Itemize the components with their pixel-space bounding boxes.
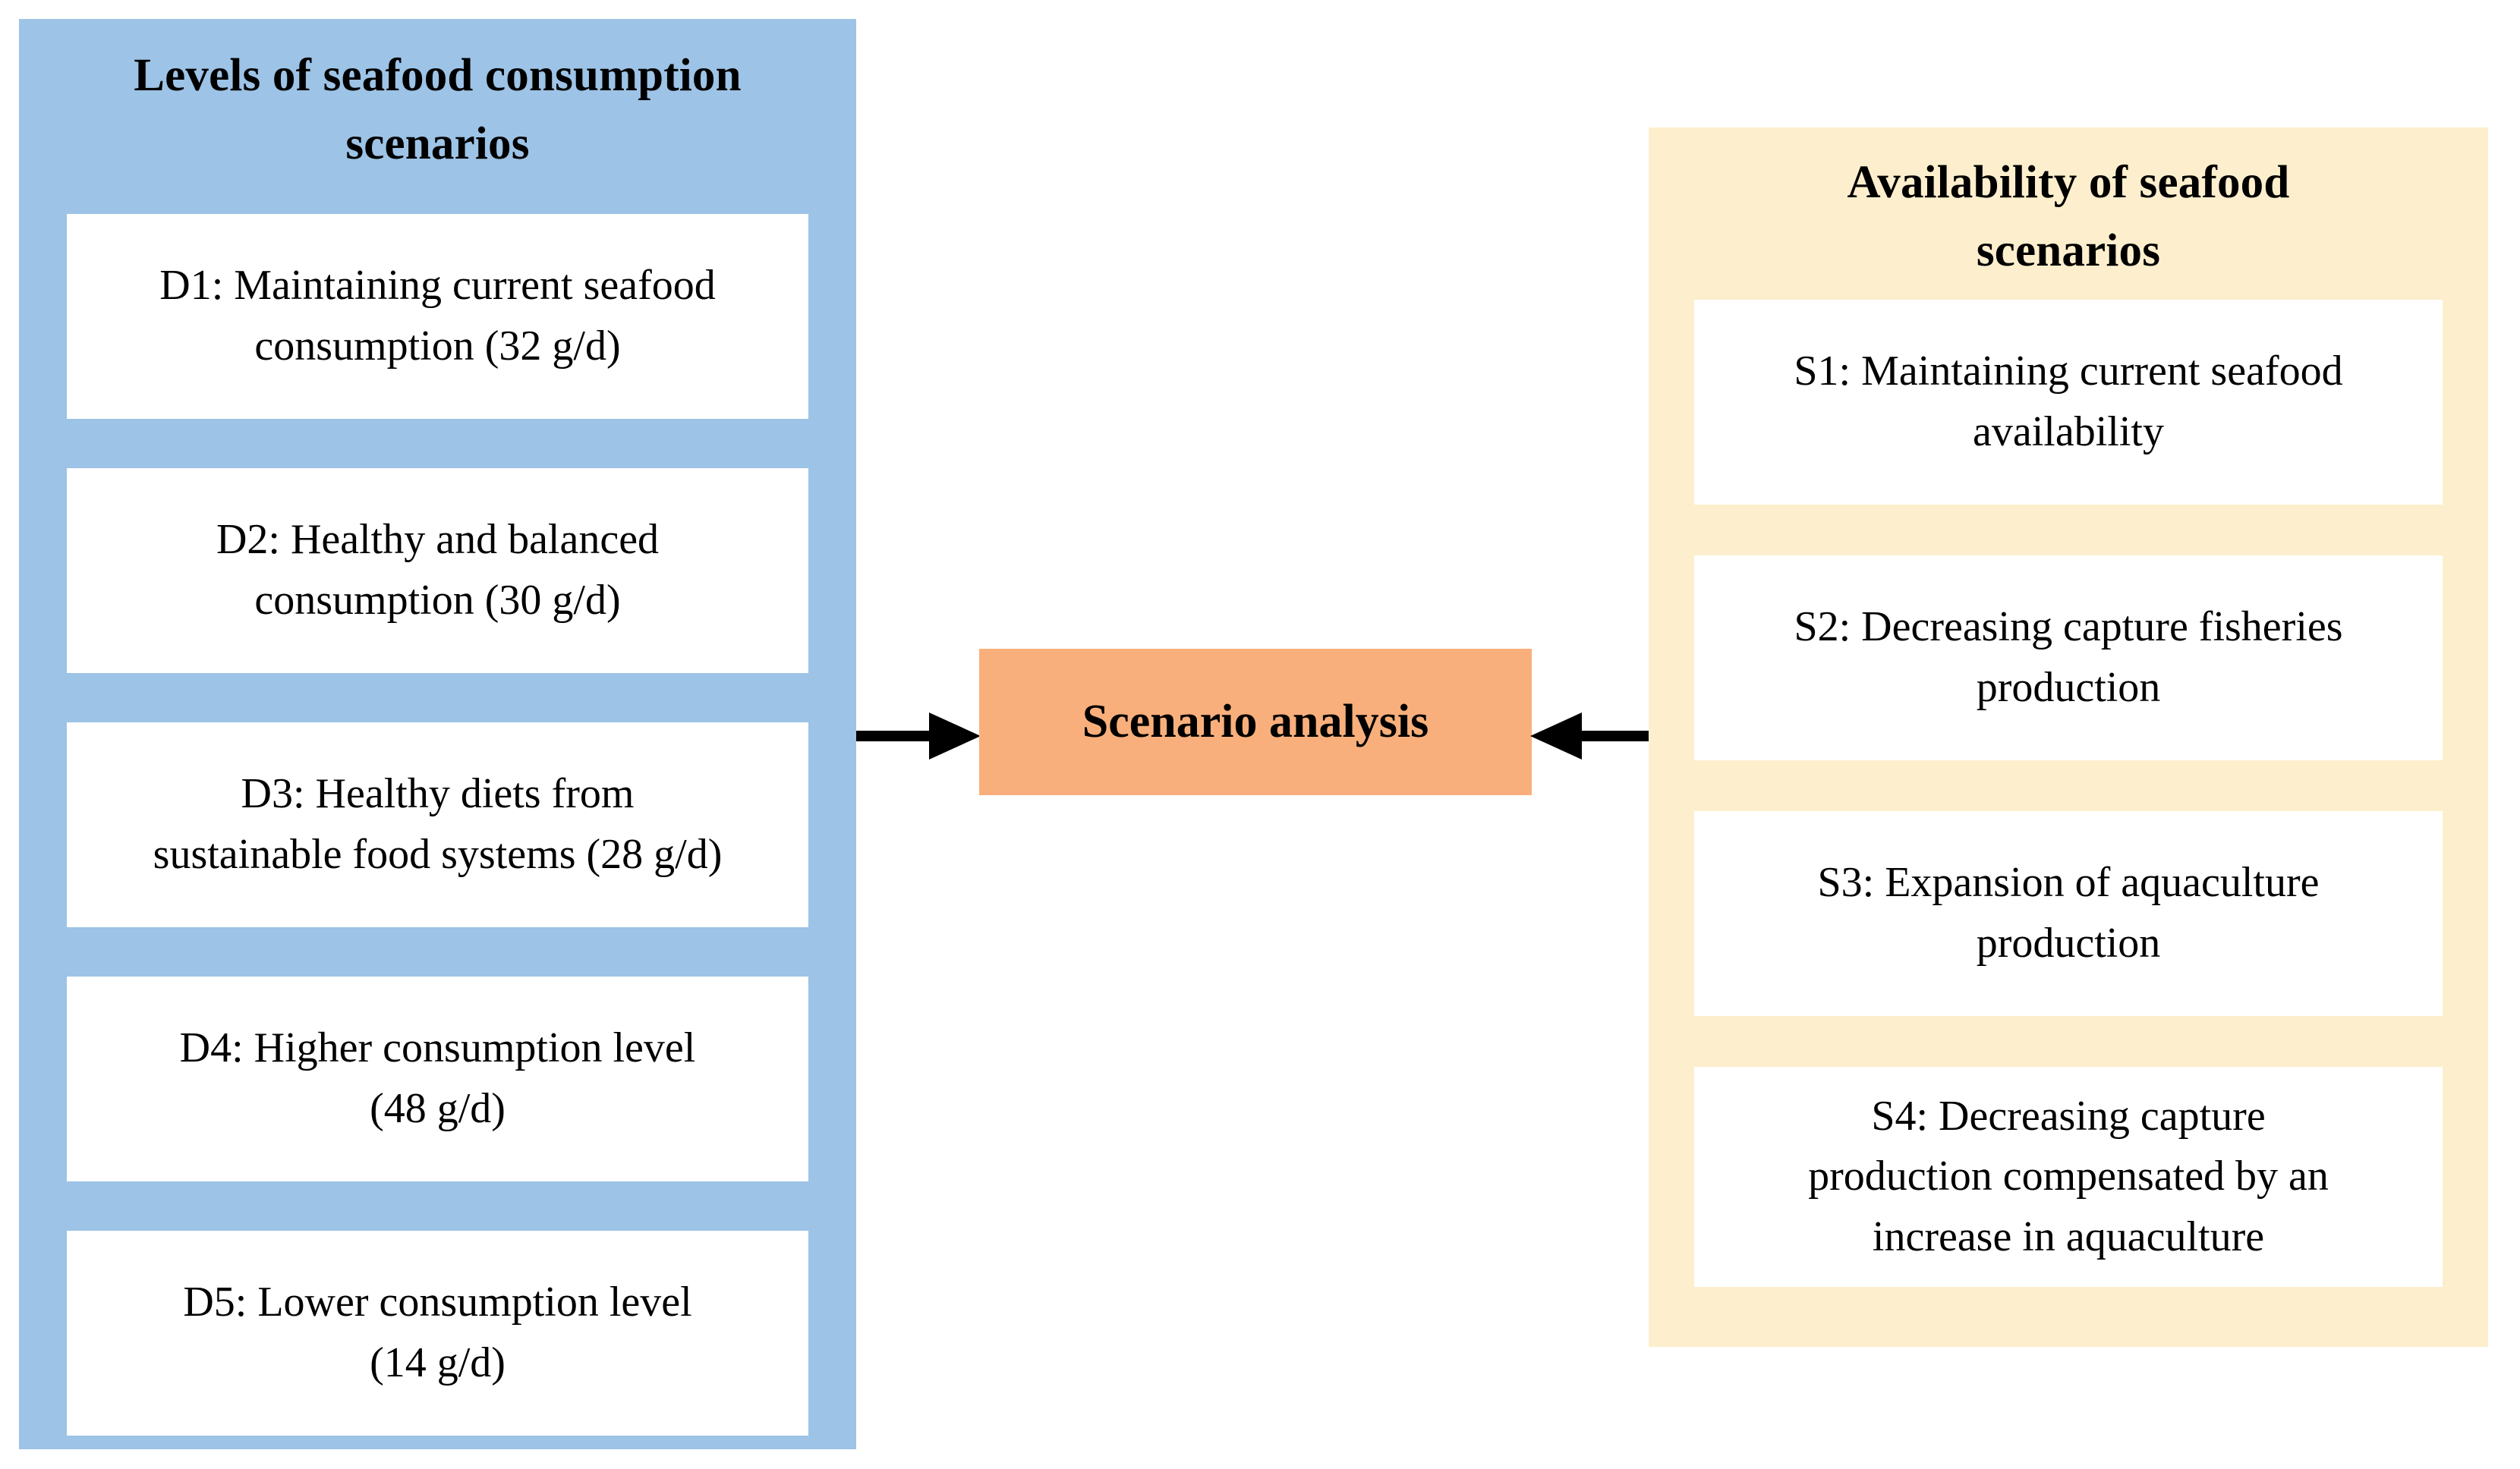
scenario-box-s1-text: S1: Maintaining current seafood availabi… — [1794, 348, 2343, 455]
scenario-box-d2-text: D2: Healthy and balanced consumption (30… — [216, 516, 660, 624]
scenario-box-d4: D4: Higher consumption level (48 g/d) — [67, 977, 808, 1181]
scenario-box-s2-text: S2: Decreasing capture fisheries product… — [1794, 603, 2343, 711]
scenario-box-d3-text: D3: Healthy diets from sustainable food … — [153, 770, 723, 878]
scenario-box-s3: S3: Expansion of aquaculture production — [1694, 811, 2443, 1016]
scenario-box-d5: D5: Lower consumption level (14 g/d) — [67, 1231, 808, 1436]
scenario-box-d1-text: D1: Maintaining current seafood consumpt… — [159, 262, 716, 370]
arrow-left-icon — [1530, 702, 1650, 770]
arrow-right-icon — [856, 702, 981, 770]
scenario-box-d5-text: D5: Lower consumption level (14 g/d) — [183, 1279, 692, 1386]
scenario-box-d2: D2: Healthy and balanced consumption (30… — [67, 468, 808, 673]
scenario-analysis-label: Scenario analysis — [1082, 696, 1429, 747]
scenario-box-d3: D3: Healthy diets from sustainable food … — [67, 722, 808, 927]
scenario-analysis-box: Scenario analysis — [979, 649, 1532, 795]
scenario-box-s3-text: S3: Expansion of aquaculture production — [1817, 859, 2320, 967]
scenario-box-s4: S4: Decreasing capture production compen… — [1694, 1067, 2443, 1287]
scenario-box-d4-text: D4: Higher consumption level (48 g/d) — [179, 1024, 696, 1132]
right-scenarios-panel: Availability of seafood scenarios S1: Ma… — [1649, 127, 2488, 1347]
scenario-box-s2: S2: Decreasing capture fisheries product… — [1694, 555, 2443, 760]
scenario-box-s4-text: S4: Decreasing capture production compen… — [1808, 1092, 2329, 1260]
left-panel-title: Levels of seafood consumption scenarios — [134, 50, 742, 170]
scenario-box-s1: S1: Maintaining current seafood availabi… — [1694, 300, 2443, 505]
scenario-box-d1: D1: Maintaining current seafood consumpt… — [67, 214, 808, 419]
right-panel-title: Availability of seafood scenarios — [1847, 157, 2290, 277]
left-scenarios-panel: Levels of seafood consumption scenarios … — [19, 19, 856, 1449]
